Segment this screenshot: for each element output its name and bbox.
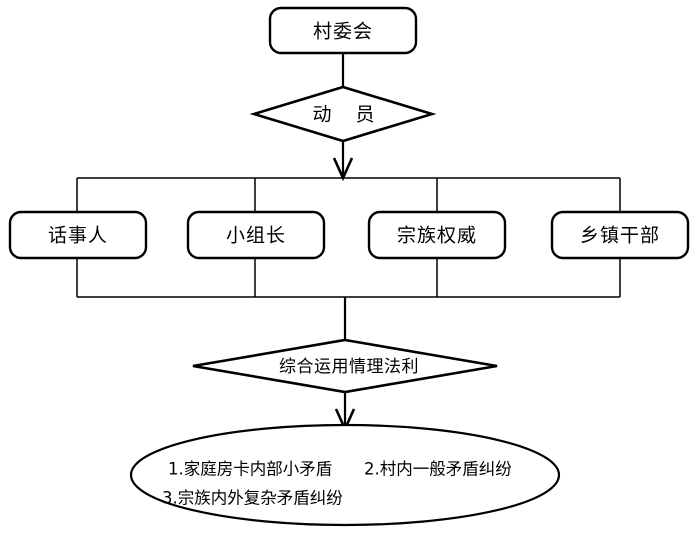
node-actor-clan-authority-shape xyxy=(367,210,507,260)
node-method-shape xyxy=(192,338,498,394)
node-actor-spokesperson-shape xyxy=(8,210,148,260)
node-actor-spokesperson[interactable]: 话事人 xyxy=(8,210,148,260)
node-village-committee-label: 村委会 xyxy=(313,21,373,43)
node-mobilize-shape xyxy=(249,85,437,143)
node-actor-township-cadre[interactable]: 乡镇干部 xyxy=(550,210,690,260)
node-actor-clan-authority-label: 宗族权威 xyxy=(397,225,477,247)
node-outcome-line-1-right: 2.村内一般矛盾纠纷 xyxy=(364,460,512,479)
node-outcome-line-1-left: 1.家庭房卡内部小矛盾 xyxy=(168,460,332,479)
node-mobilize[interactable]: 动 员 xyxy=(249,85,437,143)
node-method-label: 综合运用情理法利 xyxy=(279,357,419,377)
node-actor-group-leader-label: 小组长 xyxy=(226,225,286,247)
node-actor-clan-authority[interactable]: 宗族权威 xyxy=(367,210,507,260)
node-actor-township-cadre-shape xyxy=(550,210,690,260)
node-mobilize-label: 动 员 xyxy=(312,104,383,126)
node-method[interactable]: 综合运用情理法利 xyxy=(192,338,498,394)
node-village-committee[interactable]: 村委会 xyxy=(268,6,418,55)
node-actor-spokesperson-label: 话事人 xyxy=(48,225,108,247)
node-actor-group-leader-shape xyxy=(186,210,326,260)
node-actor-group-leader[interactable]: 小组长 xyxy=(186,210,326,260)
node-actor-township-cadre-label: 乡镇干部 xyxy=(580,225,660,247)
node-outcome[interactable]: 1.家庭房卡内部小矛盾 2.村内一般矛盾纠纷 3.宗族内外复杂矛盾纠纷 xyxy=(129,423,561,527)
node-outcome-shape xyxy=(129,423,561,527)
node-outcome-line-2-left: 3.宗族内外复杂矛盾纠纷 xyxy=(162,489,343,508)
node-village-committee-shape xyxy=(268,6,418,55)
